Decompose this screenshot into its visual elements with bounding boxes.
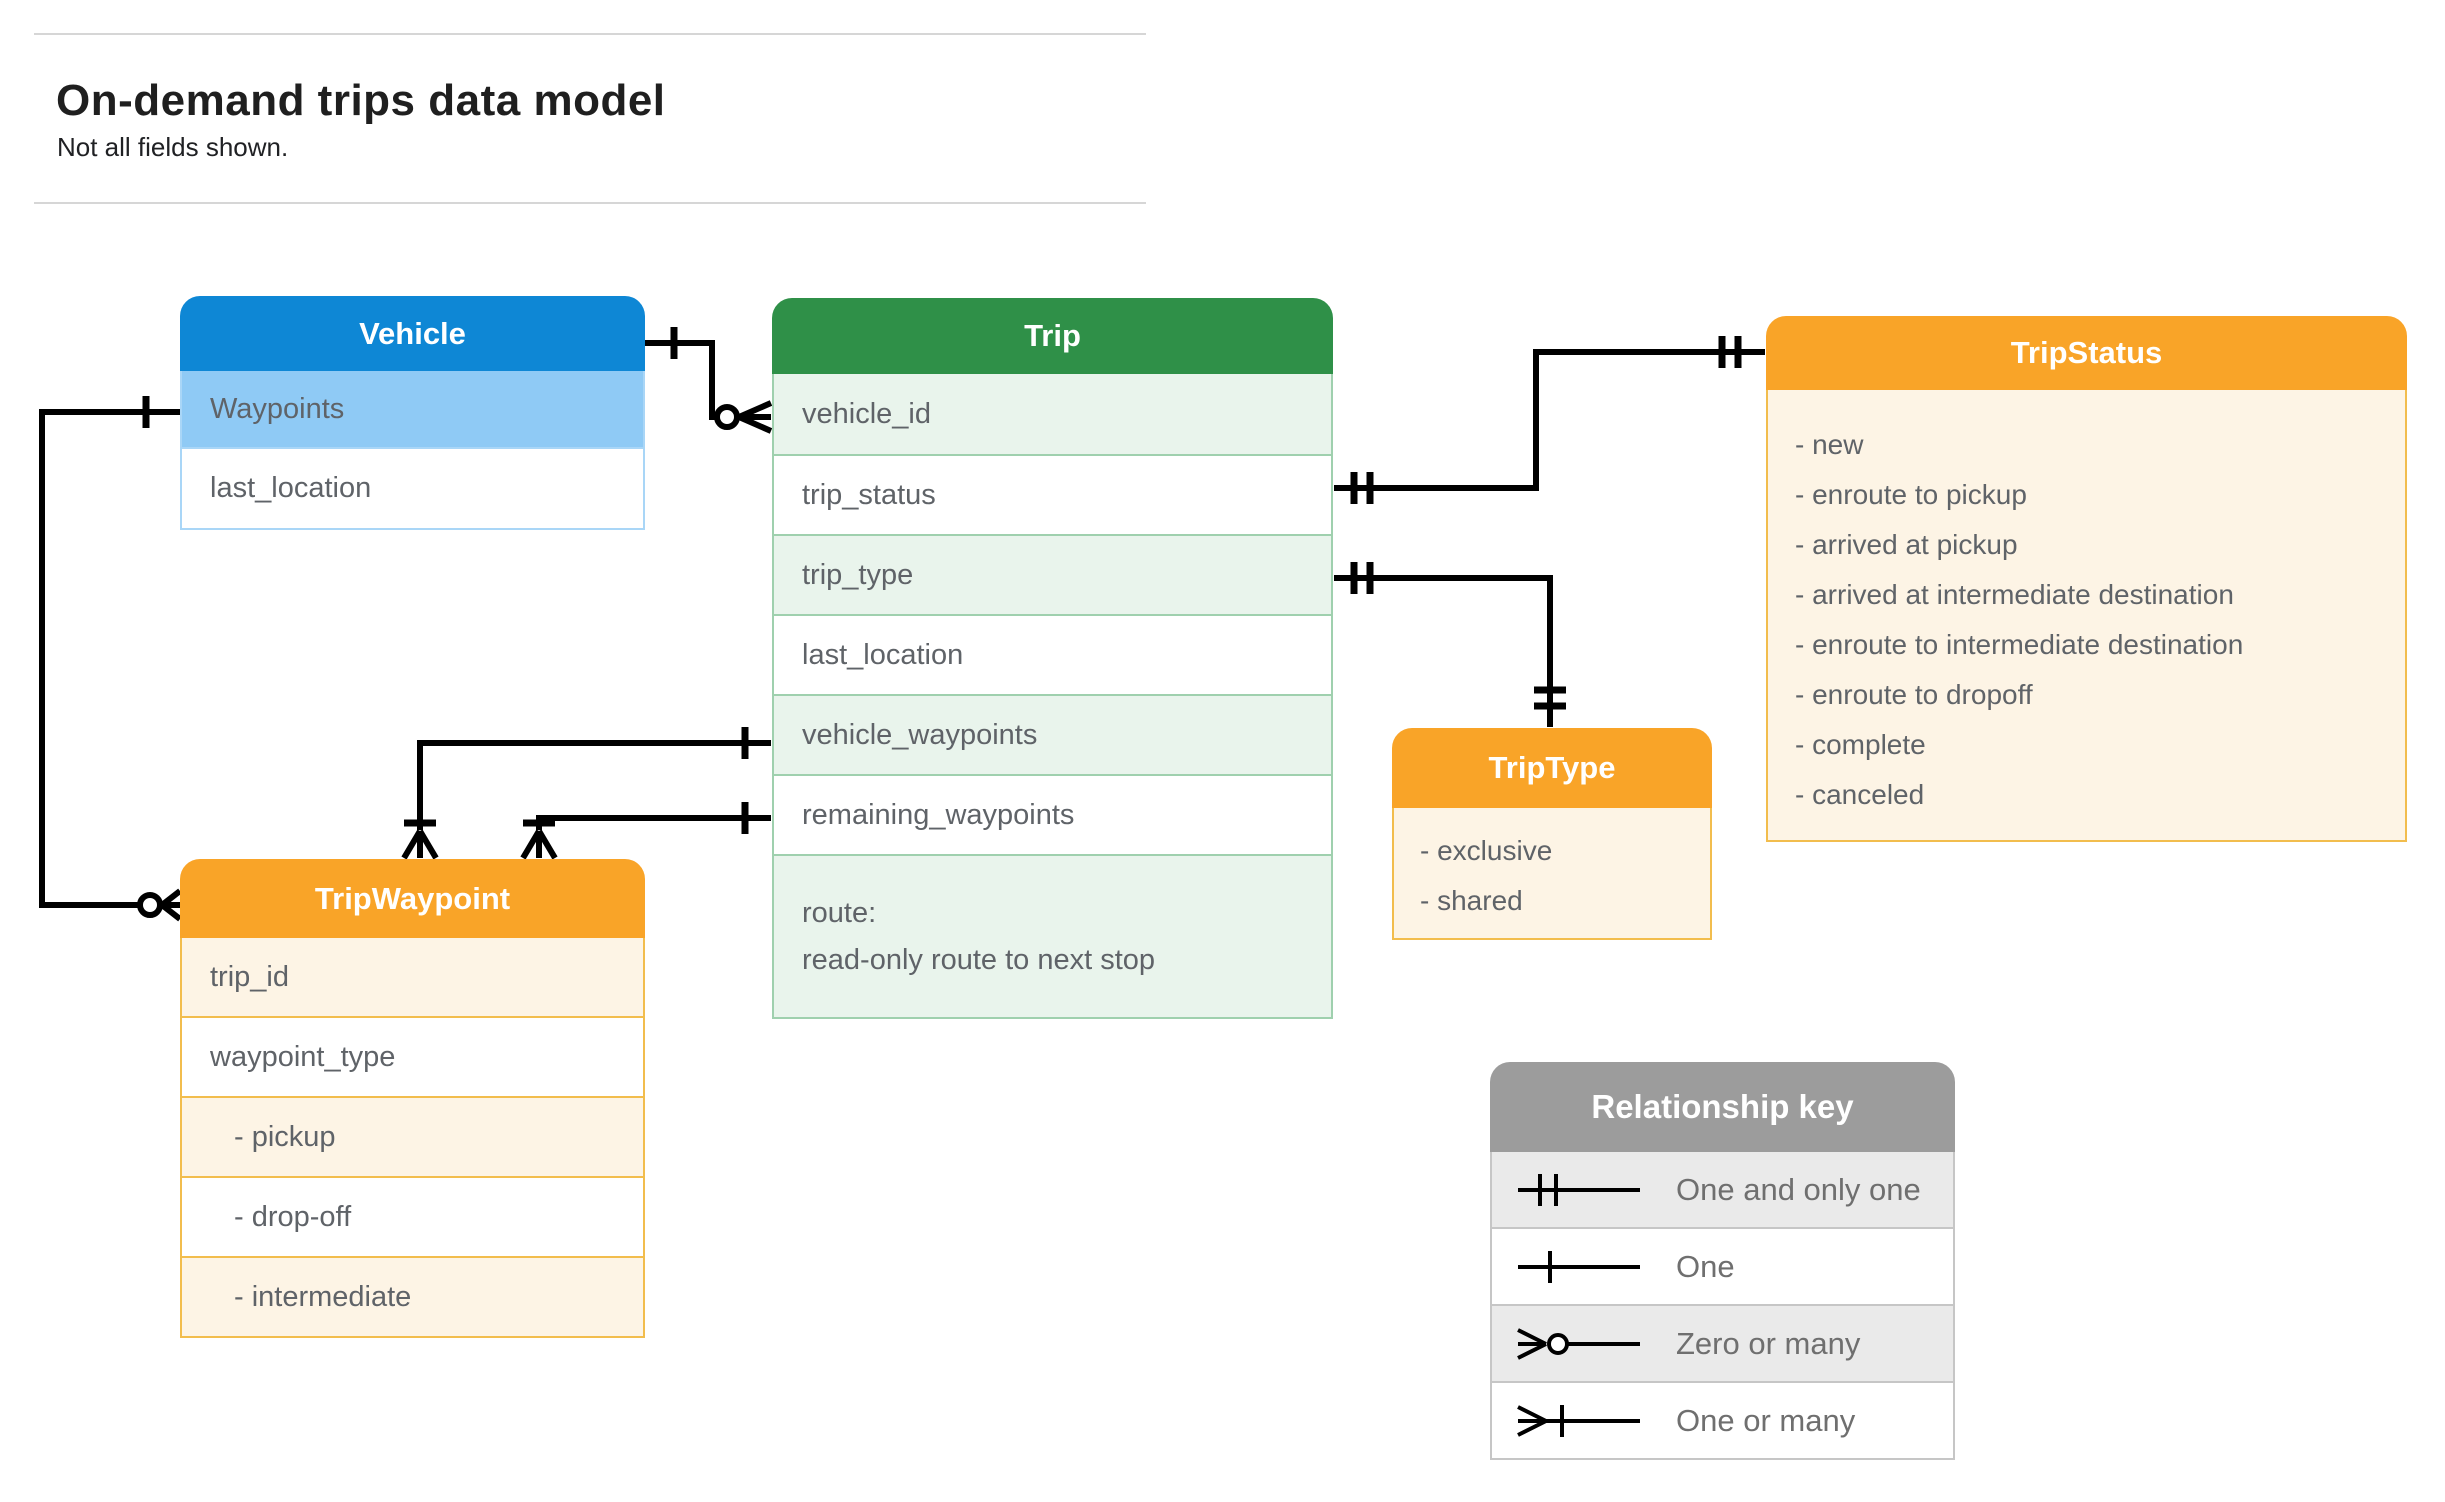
field-trip-route-description: read-only route to next stop — [802, 943, 1156, 976]
legend-row-one-or-many: One or many — [1490, 1383, 1955, 1460]
entity-tripstatus-title: TripStatus — [1766, 316, 2407, 390]
legend-label: One and only one — [1676, 1171, 1921, 1207]
tripstatus-value: - enroute to dropoff — [1795, 679, 2033, 710]
tripstatus-value: - enroute to pickup — [1795, 479, 2027, 510]
legend-label: One or many — [1676, 1402, 1856, 1438]
relationship-key: Relationship key One and only one One Ze… — [1490, 1062, 1955, 1460]
one-icon — [1518, 1250, 1640, 1283]
connector-trip-triptype — [1334, 562, 1566, 727]
legend-row-zero-or-many: Zero or many — [1490, 1306, 1955, 1383]
entity-tripstatus: TripStatus - new - enroute to pickup - a… — [1766, 316, 2407, 842]
connector-trip-tripwaypoint-vehicle-waypoints — [401, 727, 771, 860]
top-divider — [34, 33, 1146, 35]
field-vehicle-waypoints: Waypoints — [180, 371, 645, 449]
connector-trip-tripstatus — [1334, 336, 1765, 504]
entity-vehicle-title: Vehicle — [180, 296, 645, 371]
page-title: On-demand trips data model — [56, 76, 666, 125]
field-trip-last-location: last_location — [772, 616, 1333, 696]
page-subtitle: Not all fields shown. — [57, 132, 289, 162]
entity-triptype-title: TripType — [1392, 728, 1712, 808]
connector-vehicle-tripwaypoint — [39, 396, 182, 922]
tripstatus-value: - enroute to intermediate destination — [1795, 629, 2244, 660]
entity-trip: Trip vehicle_id trip_status trip_type la… — [772, 298, 1333, 1019]
entity-tripwaypoint: TripWaypoint trip_id waypoint_type - pic… — [180, 859, 645, 1338]
entity-triptype-values: - exclusive - shared — [1392, 808, 1712, 940]
zero-or-many-icon — [1517, 1327, 1640, 1360]
legend-row-one-and-only-one: One and only one — [1490, 1152, 1955, 1229]
field-trip-type: trip_type — [772, 536, 1333, 616]
legend-row-one: One — [1490, 1229, 1955, 1306]
relationship-key-title: Relationship key — [1490, 1062, 1955, 1152]
entity-trip-title: Trip — [772, 298, 1333, 374]
field-tripwaypoint-trip-id: trip_id — [180, 938, 645, 1018]
bottom-divider — [34, 202, 1146, 204]
field-trip-remaining-waypoints: remaining_waypoints — [772, 776, 1333, 856]
field-tripwaypoint-drop-off: - drop-off — [180, 1178, 645, 1258]
triptype-value: - exclusive — [1420, 835, 1553, 866]
field-trip-vehicle-id: vehicle_id — [772, 374, 1333, 456]
field-tripwaypoint-intermediate: - intermediate — [180, 1258, 645, 1338]
entity-triptype: TripType - exclusive - shared — [1392, 728, 1712, 940]
legend-label: One — [1676, 1248, 1735, 1284]
connector-trip-tripwaypoint-remaining-waypoints — [520, 802, 771, 860]
legend-label: Zero or many — [1676, 1325, 1861, 1361]
connector-vehicle-trip — [645, 327, 773, 434]
field-trip-route-label: route: — [802, 896, 877, 929]
one-and-only-one-icon — [1518, 1173, 1640, 1206]
entity-tripwaypoint-title: TripWaypoint — [180, 859, 645, 938]
entity-vehicle: Vehicle Waypoints last_location — [180, 296, 645, 530]
tripstatus-value: - arrived at intermediate destination — [1795, 579, 2234, 610]
field-trip-vehicle-waypoints: vehicle_waypoints — [772, 696, 1333, 776]
tripstatus-value: - arrived at pickup — [1795, 529, 2018, 560]
entity-tripstatus-values: - new - enroute to pickup - arrived at p… — [1766, 390, 2407, 842]
one-or-many-icon — [1517, 1404, 1640, 1437]
field-trip-status: trip_status — [772, 456, 1333, 536]
tripstatus-value: - complete — [1795, 729, 1926, 760]
field-tripwaypoint-pickup: - pickup — [180, 1098, 645, 1178]
field-vehicle-last-location: last_location — [180, 449, 645, 530]
triptype-value: - shared — [1420, 885, 1523, 916]
field-trip-route: route: read-only route to next stop — [772, 856, 1333, 1019]
tripstatus-value: - canceled — [1795, 779, 1925, 810]
field-tripwaypoint-waypoint-type: waypoint_type — [180, 1018, 645, 1098]
tripstatus-value: - new — [1795, 429, 1864, 460]
